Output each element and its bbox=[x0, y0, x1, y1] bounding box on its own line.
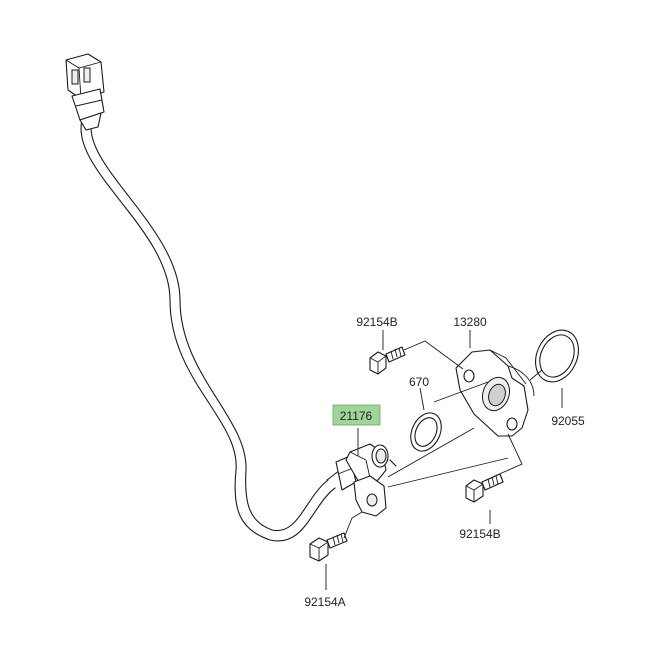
label-oring-large: 92055 bbox=[551, 414, 585, 428]
oring-small bbox=[410, 412, 442, 452]
label-bolt-top: 92154B bbox=[356, 315, 397, 329]
bolt-right bbox=[465, 473, 504, 503]
label-holder: 13280 bbox=[453, 315, 487, 329]
sensor-cable bbox=[80, 119, 336, 542]
cable-connector bbox=[65, 53, 105, 131]
crankshaft-sensor bbox=[326, 443, 397, 517]
label-sensor: 21176 bbox=[340, 409, 373, 423]
label-bolt-right: 92154B bbox=[459, 527, 500, 541]
oring-large bbox=[535, 329, 579, 383]
label-oring-small: 670 bbox=[409, 375, 429, 389]
bolt-top bbox=[369, 346, 406, 375]
bolt-bottom bbox=[309, 532, 348, 562]
assembly-lines bbox=[325, 330, 563, 590]
sensor-holder bbox=[455, 349, 535, 437]
label-bolt-bottom: 92154A bbox=[304, 595, 345, 609]
sensor-label-highlight bbox=[332, 404, 381, 426]
